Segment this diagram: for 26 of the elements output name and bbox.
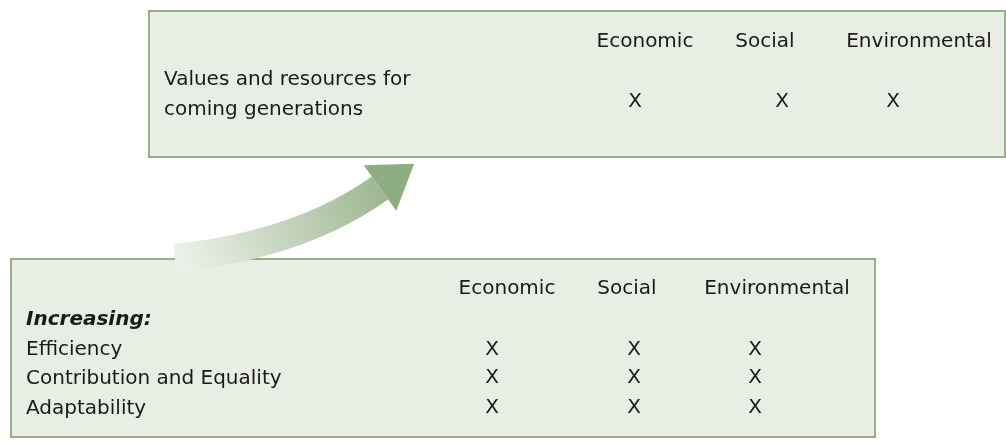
row-label: Contribution and Equality: [26, 364, 282, 391]
check-mark: X: [748, 394, 762, 418]
column-header: Environmental: [704, 275, 850, 299]
column-header: Economic: [458, 275, 556, 299]
table-box: [148, 10, 1006, 158]
check-mark: X: [886, 88, 900, 112]
column-header: Economic: [596, 28, 694, 52]
check-mark: X: [627, 364, 641, 388]
check-mark: X: [485, 336, 499, 360]
check-mark: X: [627, 336, 641, 360]
row-label: Adaptability: [26, 393, 148, 421]
table-box: [10, 258, 876, 438]
check-mark: X: [748, 336, 762, 360]
column-header: Environmental: [846, 28, 992, 52]
check-mark: X: [485, 394, 499, 418]
check-mark: X: [627, 394, 641, 418]
check-mark: X: [485, 364, 499, 388]
box-title: Values and resources for coming generations: [164, 65, 412, 122]
check-mark: X: [748, 364, 762, 388]
check-mark: X: [775, 88, 789, 112]
column-header: Social: [735, 28, 795, 52]
check-mark: X: [628, 88, 642, 112]
curved-arrow: [173, 164, 415, 272]
row-label: Efficiency: [26, 334, 124, 362]
row-heading: Increasing:: [26, 305, 153, 332]
column-header: Social: [597, 275, 657, 299]
